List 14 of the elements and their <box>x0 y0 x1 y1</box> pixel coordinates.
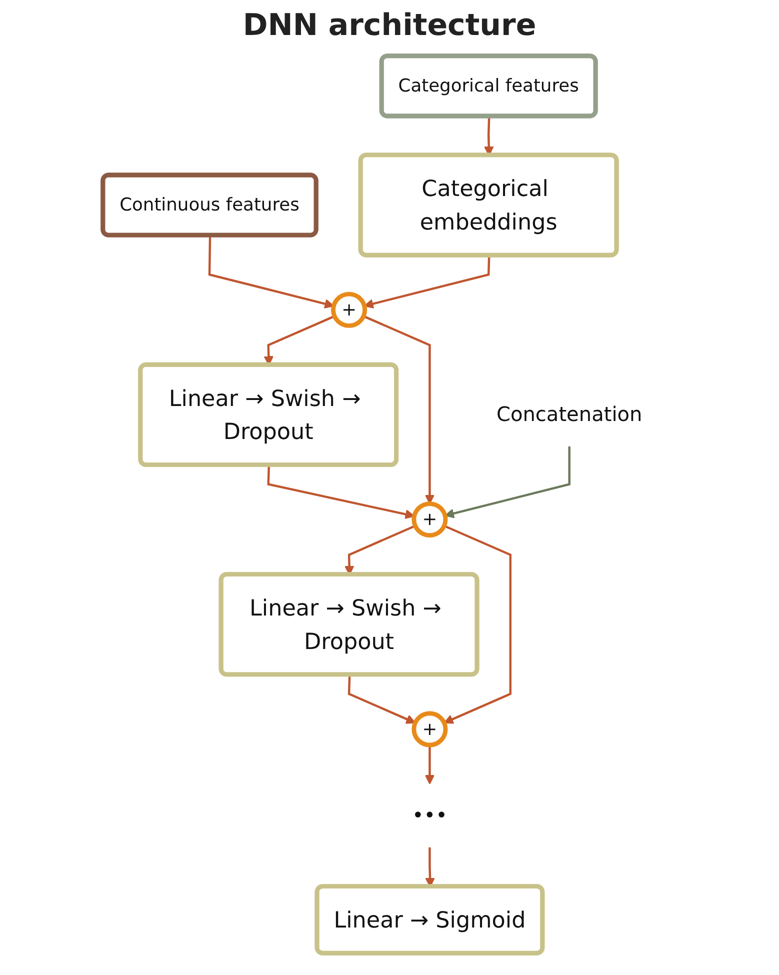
node-circle: + <box>412 502 448 538</box>
arrow <box>444 524 512 724</box>
arrow <box>348 674 416 724</box>
node-circle: + <box>331 292 368 328</box>
node-text: Concatenation <box>496 403 642 426</box>
arrow <box>208 236 334 309</box>
arrow <box>364 256 490 309</box>
diagram-title: DNN architecture <box>242 8 538 43</box>
arrow <box>363 315 435 504</box>
arrow <box>444 446 571 518</box>
node-circle: + <box>412 711 448 748</box>
node-text: ••• <box>412 804 448 828</box>
arrow <box>267 465 415 520</box>
arrow <box>425 745 435 784</box>
